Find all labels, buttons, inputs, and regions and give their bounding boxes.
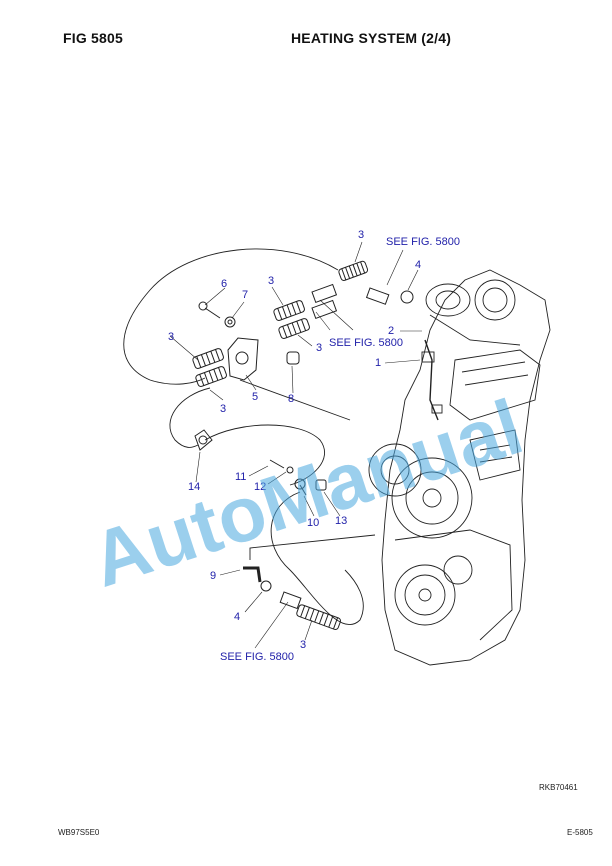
callout-3: 3 (316, 342, 322, 354)
callout-1: 1 (375, 357, 381, 369)
leader-lines (169, 241, 422, 649)
page-title: HEATING SYSTEM (2/4) (291, 30, 452, 46)
callout-9: 9 (210, 570, 216, 582)
callout-2: 2 (388, 325, 394, 337)
watermark: AutoManual (81, 382, 533, 604)
engine-illustration (368, 269, 551, 666)
callout-see-fig-5800: SEE FIG. 5800 (386, 236, 460, 248)
callout-3: 3 (358, 229, 364, 241)
callout-7: 7 (242, 289, 248, 301)
callout-3: 3 (220, 403, 226, 415)
callouts: 3 SEE FIG. 5800 4 2 1 3 6 7 3 3 SEE FIG.… (168, 229, 460, 663)
callout-6: 6 (221, 278, 227, 290)
footer-document-code: WB97S5E0 (58, 828, 100, 837)
heater-hoses (123, 248, 376, 626)
drawing-reference: RKB70461 (539, 783, 578, 792)
callout-4: 4 (415, 259, 421, 271)
callout-11: 11 (235, 471, 246, 483)
callout-13: 13 (335, 515, 347, 527)
callout-see-fig-5800: SEE FIG. 5800 (329, 337, 403, 349)
callout-see-fig-5800: SEE FIG. 5800 (220, 651, 294, 663)
callout-10: 10 (307, 517, 319, 529)
figure-number: FIG 5805 (63, 30, 123, 46)
callout-3: 3 (168, 331, 174, 343)
footer-page-number: E-5805 (567, 828, 593, 837)
callout-5: 5 (252, 391, 258, 403)
hose-clamps (192, 260, 414, 630)
callout-8: 8 (288, 393, 294, 405)
callout-3: 3 (300, 639, 306, 651)
callout-3: 3 (268, 275, 274, 287)
callout-14: 14 (188, 481, 200, 493)
callout-12: 12 (254, 481, 266, 493)
callout-4: 4 (234, 611, 240, 623)
